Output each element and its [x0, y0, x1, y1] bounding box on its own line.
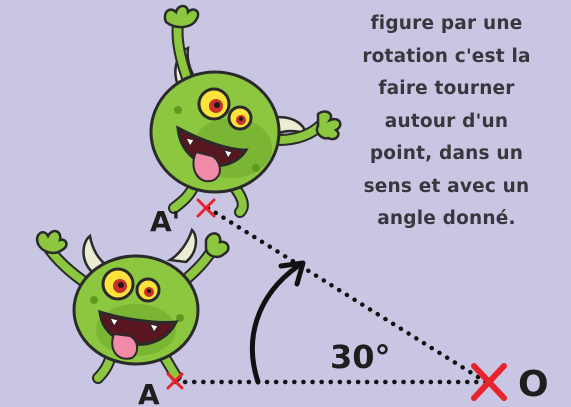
explanation-text: figure par une rotation c'est la faire t…	[322, 8, 571, 236]
label-A: A	[138, 378, 160, 407]
explanation-line: autour d'un	[384, 110, 509, 132]
label-A-prime: A'	[150, 205, 180, 238]
label-O: O	[518, 364, 549, 405]
rotation-arrow	[249, 263, 301, 385]
monster-original	[35, 227, 230, 384]
monster-rotated	[149, 4, 342, 218]
angle-label: 30°	[330, 338, 391, 376]
explanation-line: point, dans un	[369, 143, 524, 164]
explanation-line: faire tourner	[378, 78, 515, 99]
cross-A-prime	[196, 198, 216, 218]
cross-A	[166, 372, 184, 390]
explanation-line: figure par une	[370, 13, 523, 34]
explanation-line: rotation c'est la	[362, 45, 531, 67]
segment-OA-prime	[205, 205, 489, 385]
explanation-line: angle donné.	[377, 208, 516, 229]
rotation-arrowhead	[278, 260, 306, 287]
explanation-line: sens et avec un	[363, 175, 530, 197]
cross-O	[471, 363, 507, 401]
